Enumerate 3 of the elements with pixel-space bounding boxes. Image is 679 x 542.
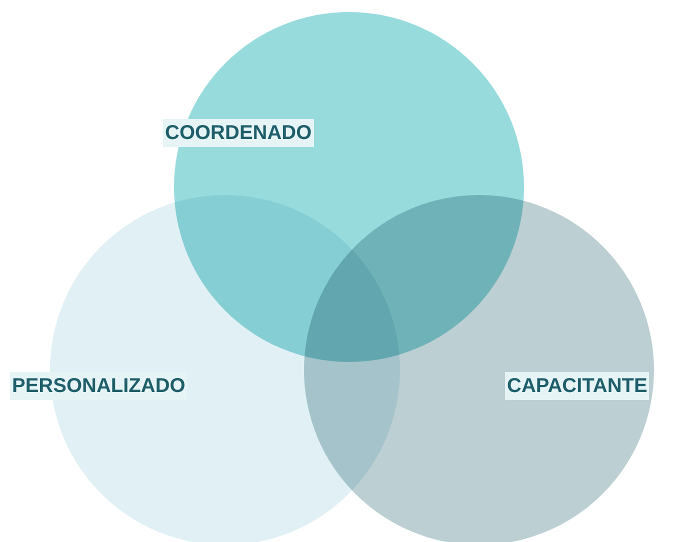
- circle-label: COORDENADO: [163, 119, 314, 147]
- circle-label: PERSONALIZADO: [10, 372, 188, 400]
- circle-label: CAPACITANTE: [505, 372, 650, 400]
